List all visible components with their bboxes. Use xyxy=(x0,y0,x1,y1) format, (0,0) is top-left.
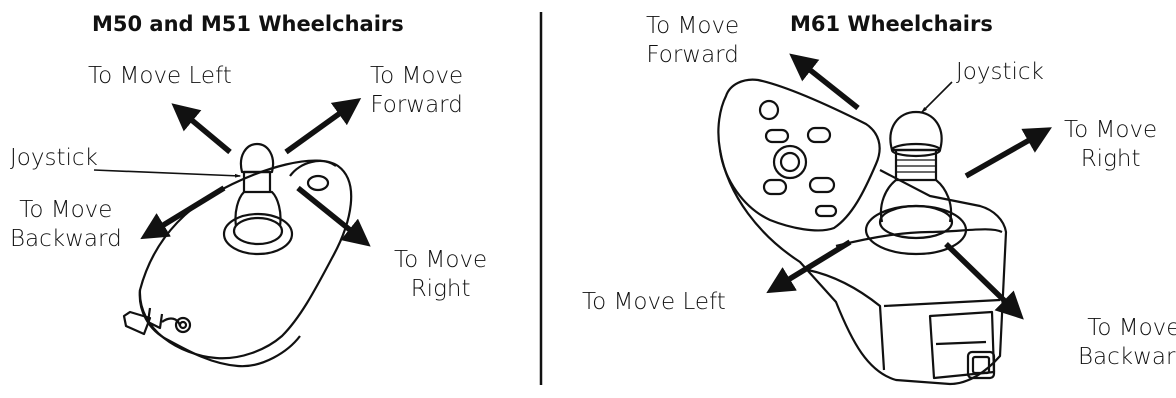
left-joystick-leader xyxy=(93,169,242,178)
left-label-move-backward: To Move Backward xyxy=(10,197,122,252)
left-arrow-move-right xyxy=(296,185,371,247)
right-label-joystick: Joystick xyxy=(956,59,1044,85)
right-arrow-move-backward xyxy=(944,242,1024,320)
left-arrows xyxy=(140,97,371,247)
right-label-move-left: To Move Left xyxy=(582,289,726,315)
left-arrow-move-forward xyxy=(284,97,362,155)
right-panel-title: M61 Wheelchairs xyxy=(790,12,993,36)
right-arrow-move-forward xyxy=(789,53,860,111)
right-label-move-forward: To Move Forward xyxy=(646,13,740,68)
left-arrow-move-backward xyxy=(140,185,226,240)
left-label-move-right: To Move Right xyxy=(394,247,488,302)
right-arrow-move-right xyxy=(964,127,1052,179)
left-panel-title: M50 and M51 Wheelchairs xyxy=(92,12,404,36)
left-arrow-move-left xyxy=(171,103,232,155)
right-arrows xyxy=(766,53,1052,320)
right-controller-illustration xyxy=(717,78,1008,386)
right-label-move-right: To Move Right xyxy=(1064,117,1158,172)
left-label-joystick: Joystick xyxy=(10,145,98,171)
right-joystick-leader xyxy=(921,81,953,113)
left-label-move-forward: To Move Forward xyxy=(370,63,464,118)
right-arrow-move-left xyxy=(766,239,852,294)
left-controller-illustration xyxy=(122,142,353,368)
right-label-move-backward: To Move Backward xyxy=(1078,315,1176,370)
left-label-move-left: To Move Left xyxy=(88,63,232,89)
